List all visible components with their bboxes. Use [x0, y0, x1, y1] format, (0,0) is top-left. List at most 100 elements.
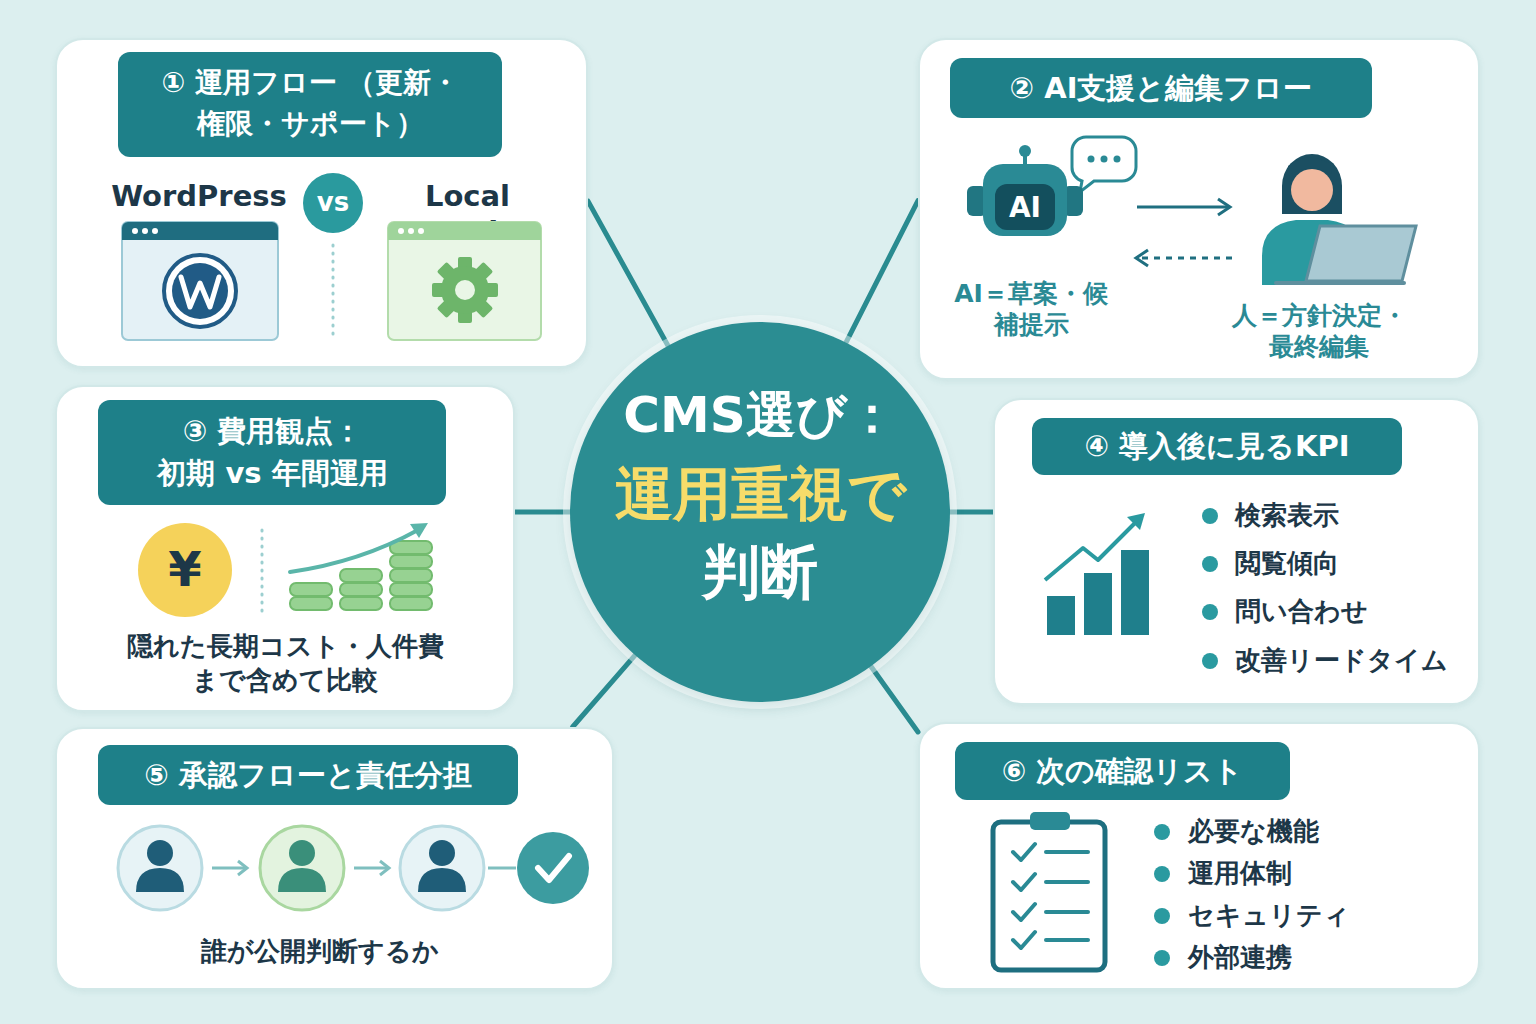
panel-heading: ⑥ 次の確認リスト	[955, 742, 1290, 800]
node-text: ① 運用フロー （更新・権限・サポート）	[124, 63, 496, 144]
approver-icon-part	[147, 840, 173, 866]
connector-stroke	[846, 201, 918, 343]
node-text: ¥	[138, 539, 232, 599]
coin-stacks-part	[390, 583, 432, 596]
robot-icon	[967, 145, 1083, 236]
panel-heading: ② AI支援と編集フロー	[950, 58, 1372, 118]
wordpress-window-part	[142, 228, 148, 234]
clipboard-icon-part-part	[1013, 874, 1035, 890]
coin-stacks-part	[390, 597, 432, 610]
speech-bubble-part	[1072, 137, 1136, 192]
clipboard-icon	[993, 812, 1105, 970]
node-text: 人＝方針決定・最終編集	[1220, 300, 1418, 363]
node-text: 運用重視で	[570, 458, 950, 531]
coin-stacks-part	[390, 555, 432, 568]
check-badge-part	[538, 856, 569, 880]
bullet-dots	[1202, 508, 1218, 669]
clipboard-icon-part-part	[1046, 938, 1088, 942]
approval-arrows-part	[212, 867, 246, 870]
bullet-dots-part	[1154, 950, 1170, 966]
approver-icon-part	[118, 826, 202, 910]
gear-icon-part	[484, 283, 498, 297]
approver-icon-part	[400, 826, 484, 910]
node-text: 閲覧傾向	[1235, 547, 1471, 580]
wordpress-logo-part	[172, 263, 228, 319]
feedback-arrow-part	[1142, 257, 1232, 260]
panel-heading: ④ 導入後に見るKPI	[1032, 418, 1402, 475]
bullet-dots-part	[1154, 908, 1170, 924]
speech-bubble-part	[1101, 156, 1108, 163]
gear-icon-part	[473, 262, 493, 282]
divider-dots	[332, 245, 335, 340]
bullet-dots-part	[1154, 824, 1170, 840]
bullet-dots-part	[1202, 653, 1218, 669]
wordpress-window	[122, 222, 278, 340]
connector-line	[573, 655, 636, 727]
person-at-laptop-part	[1288, 157, 1332, 176]
wordpress-window-part	[122, 222, 278, 340]
person-at-laptop	[1262, 154, 1416, 285]
gear-icon-part	[458, 309, 472, 323]
wordpress-logo-part	[164, 255, 236, 327]
connector-line	[871, 666, 918, 732]
clipboard-icon-part-part	[1013, 932, 1035, 948]
clipboard-icon-part-part	[1046, 910, 1088, 914]
coin-stacks-part	[340, 569, 382, 582]
growth-arrow-part	[290, 530, 418, 572]
local-hack-window-part	[398, 228, 404, 234]
node-text: 外部連携	[1188, 941, 1468, 974]
connector-line	[588, 201, 668, 346]
node-text: ⑤ 承認フローと責任分担	[98, 757, 518, 793]
wordpress-window-part	[122, 222, 278, 240]
connector-line	[846, 201, 918, 343]
gear-icon-part	[458, 257, 472, 271]
approver-icon-part	[289, 840, 315, 866]
connector-stroke	[515, 510, 570, 515]
node-text: 誰が公開判断するか	[110, 935, 530, 968]
local-hack-window-part	[388, 222, 541, 340]
person-at-laptop-part	[1262, 220, 1362, 285]
wordpress-window-part	[152, 228, 158, 234]
approver-icon	[400, 826, 484, 910]
node-text: 問い合わせ	[1235, 595, 1471, 628]
approval-arrows-part	[380, 861, 389, 875]
topic-panel: 隠れた長期コスト・人件費 まで含めて比較③ 費用観点： 初期 vs 年間運用¥	[55, 385, 515, 712]
wordpress-logo-part	[181, 277, 219, 307]
approval-arrows-part	[488, 867, 516, 870]
gear-icon-part	[437, 298, 457, 318]
connector-line	[515, 512, 570, 513]
node-text: AI＝草案・候補提示	[945, 278, 1117, 341]
clipboard-icon-part-part	[1013, 904, 1035, 920]
node-text: 改善リードタイム	[1235, 644, 1471, 677]
connector-stroke	[950, 510, 993, 515]
node-text: 必要な機能	[1188, 815, 1468, 848]
connector-stroke	[871, 666, 918, 732]
growth-arrow-part	[410, 523, 428, 538]
bullet-dots-part	[1202, 508, 1218, 524]
gear-icon	[432, 257, 498, 323]
feedback-arrow	[1136, 250, 1232, 266]
clipboard-icon-part	[1030, 812, 1070, 830]
bar-chart-icon-part	[1084, 573, 1112, 635]
flow-arrow-part	[1218, 199, 1230, 215]
local-hack-window-part	[388, 222, 541, 240]
topic-panel: AI＝草案・候補提示 人＝方針決定・最終編集 ② AI支援と編集フロー	[918, 38, 1480, 380]
gear-icon-part	[437, 262, 457, 282]
node-text: 隠れた長期コスト・人件費 まで含めて比較	[110, 630, 460, 698]
robot-icon-part	[983, 164, 1067, 236]
approver-icon-part	[429, 840, 455, 866]
check-badge	[517, 832, 589, 904]
panel-heading: ① 運用フロー （更新・権限・サポート）	[118, 52, 502, 157]
local-hack-window-part	[408, 228, 414, 234]
person-at-laptop-part	[1306, 226, 1416, 281]
approver-icon-part	[418, 868, 466, 892]
coin-stacks-part	[390, 569, 432, 582]
wordpress-window-part	[132, 228, 138, 234]
bar-chart-icon-part	[1127, 513, 1145, 530]
robot-icon-part	[1023, 152, 1027, 166]
node-text: ⑥ 次の確認リスト	[955, 753, 1290, 789]
bullet-dots-part	[1202, 556, 1218, 572]
clipboard-icon-part	[993, 822, 1105, 970]
bar-chart-icon-part	[1121, 550, 1149, 635]
